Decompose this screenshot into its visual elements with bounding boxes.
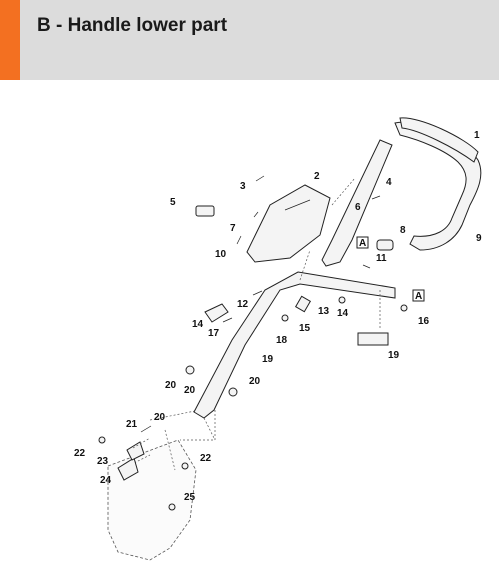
screw-14-a xyxy=(253,211,259,218)
plug-25 xyxy=(195,205,215,217)
boxed-label-a-1: A xyxy=(356,236,369,249)
screw-14-b xyxy=(362,264,371,269)
bushing-6 xyxy=(376,239,394,251)
callout-7: 9 xyxy=(476,233,482,244)
washer-20-b xyxy=(281,314,289,322)
callout-18: 6 xyxy=(355,202,361,213)
callout-5: 2 xyxy=(314,171,320,182)
callout-4: 24 xyxy=(100,475,112,486)
callout-23: 12 xyxy=(237,299,249,310)
washer-20-a xyxy=(338,296,346,304)
assembly-lines xyxy=(132,177,381,449)
callout-15: 10 xyxy=(215,249,227,260)
callout-1: 14 xyxy=(192,319,204,330)
lower-handle-tube xyxy=(193,271,396,419)
callout-20a: 13 xyxy=(318,306,330,317)
callout-13: 3 xyxy=(240,181,246,192)
callout-22b: 20 xyxy=(249,376,261,387)
washer-22-a xyxy=(185,365,195,375)
callout-12: 19 xyxy=(388,350,400,361)
boxed-a-text-1: A xyxy=(359,238,366,249)
cover-plate xyxy=(246,184,331,263)
cover-slot xyxy=(284,199,311,211)
callout-11: 1 xyxy=(474,130,480,141)
callout-3: 20 xyxy=(184,385,196,396)
boxed-a-text-2: A xyxy=(415,291,422,302)
callout-labels: 1 2 3 4 5 6 7 8 9 10 11 12 13 14 14 15 1… xyxy=(74,130,482,503)
upper-handle-bar xyxy=(394,121,482,251)
washer-20-c xyxy=(400,304,408,312)
header-bar xyxy=(0,0,499,80)
screw-17 xyxy=(222,317,233,323)
lever-bracket xyxy=(126,441,145,461)
bolt-16 xyxy=(140,425,152,433)
section-accent xyxy=(0,0,20,80)
callout-21: 4 xyxy=(386,177,392,188)
release-lever xyxy=(117,457,139,481)
handle-grip xyxy=(399,117,479,163)
callout-19b: 25 xyxy=(184,492,196,503)
callout-20b: 14 xyxy=(337,308,349,319)
page-title: B - Handle lower part xyxy=(37,15,228,36)
callout-8: 21 xyxy=(126,419,138,430)
deck-frame-outline xyxy=(107,439,197,561)
callout-19a: 22 xyxy=(200,453,212,464)
callout-14b: 11 xyxy=(376,253,387,264)
washer-24 xyxy=(98,436,106,444)
callout-20c: 16 xyxy=(418,316,430,327)
callout-24: 22 xyxy=(74,448,86,459)
callout-16: 20 xyxy=(154,412,166,423)
spacer-9 xyxy=(294,295,312,313)
callout-20d: 18 xyxy=(276,335,288,346)
washer-22-b xyxy=(228,387,238,397)
callout-2: 23 xyxy=(97,456,109,467)
pin-18 xyxy=(371,195,381,200)
callout-25: 5 xyxy=(170,197,176,208)
callout-6: 8 xyxy=(400,225,406,236)
cable-clamp xyxy=(204,303,229,323)
callout-14a: 7 xyxy=(230,223,236,234)
callout-9: 15 xyxy=(299,323,311,334)
label-12 xyxy=(357,332,389,346)
nut-19-a xyxy=(181,462,189,470)
callout-22a: 20 xyxy=(165,380,177,391)
callout-10: 19 xyxy=(262,354,274,365)
screw-15 xyxy=(236,235,242,245)
upper-handle-left-leg xyxy=(321,139,393,267)
screw-23 xyxy=(252,290,263,296)
boxed-label-a-2: A xyxy=(412,289,425,302)
nut-19-b xyxy=(168,503,176,511)
bolt-13 xyxy=(255,175,265,182)
callout-17: 17 xyxy=(208,328,220,339)
